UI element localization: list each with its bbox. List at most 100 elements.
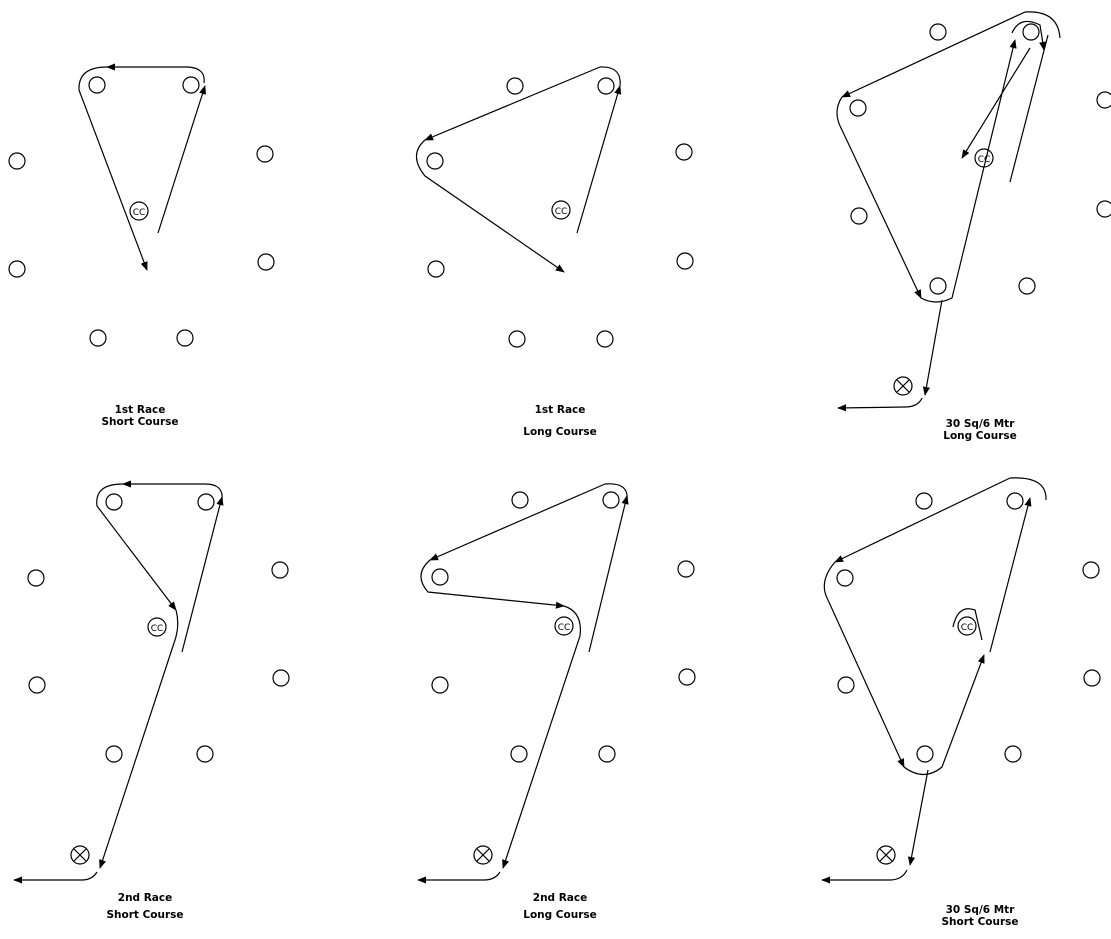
mark-buoy: [836, 569, 854, 587]
panel-subtitle: Short Course: [101, 416, 178, 428]
course-path: [837, 397, 923, 412]
committee-boat: CC: [129, 201, 149, 221]
panel-subtitle: Long Course: [523, 426, 597, 438]
panel-title: 1st Race: [115, 404, 166, 416]
mark-buoy: [598, 745, 616, 763]
course-path: [588, 495, 629, 653]
mark-buoy: [8, 260, 26, 278]
mark-buoy: [1018, 277, 1036, 295]
mark-buoy: [508, 330, 526, 348]
finish-mark: [473, 845, 493, 865]
course-path: [417, 871, 501, 884]
course-path: [952, 608, 983, 641]
mark-buoy: [510, 745, 528, 763]
mark-buoy: [1022, 23, 1040, 41]
course-path: [78, 66, 148, 271]
mark-buoy: [849, 99, 867, 117]
panel-sqm30-long: CC 30 Sq/6 Mtr Long Course: [836, 11, 1111, 442]
panel-race2-long: CC 2nd Race Long Course: [417, 483, 696, 921]
mark-buoy: [27, 569, 45, 587]
course-path: [576, 85, 622, 234]
course-path: [599, 66, 621, 87]
mark-buoy: [1082, 561, 1100, 579]
mark-buoy: [602, 491, 620, 509]
mark-buoy: [88, 76, 106, 94]
panel-title: 2nd Race: [533, 892, 587, 904]
mark-buoy: [197, 493, 215, 511]
mark-buoy: [271, 561, 289, 579]
panel-subtitle: Long Course: [523, 909, 597, 921]
mark-buoy: [257, 253, 275, 271]
course-path: [96, 483, 177, 611]
mark-buoy: [916, 745, 934, 763]
mark-buoy: [426, 152, 444, 170]
mark-buoy: [929, 23, 947, 41]
course-path: [187, 66, 205, 84]
panel-race1-short: CC 1st Race Short Course: [8, 63, 275, 428]
finish-mark: [70, 845, 90, 865]
course-path: [415, 139, 565, 273]
svg-text:CC: CC: [555, 207, 568, 217]
course-path: [836, 96, 922, 299]
committee-boat: CC: [551, 200, 571, 220]
mark-buoy: [272, 669, 290, 687]
mark-buoy: [597, 77, 615, 95]
mark-buoy: [676, 252, 694, 270]
panel-subtitle: Short Course: [941, 916, 1018, 928]
svg-text:CC: CC: [151, 624, 164, 634]
course-path: [903, 654, 985, 776]
mark-buoy: [105, 493, 123, 511]
mark-buoy: [427, 260, 445, 278]
mark-buoy: [1004, 745, 1022, 763]
mark-buoy: [105, 745, 123, 763]
course-path: [989, 497, 1032, 653]
course-path: [420, 559, 565, 609]
mark-buoy: [1083, 669, 1101, 687]
course-path: [604, 483, 628, 501]
course-path: [181, 496, 224, 653]
course-path: [907, 769, 929, 866]
committee-boat: CC: [147, 617, 167, 637]
panel-race1-long: CC 1st Race Long Course: [415, 66, 694, 438]
finish-mark: [876, 845, 896, 865]
mark-buoy: [431, 676, 449, 694]
mark-buoy: [256, 145, 274, 163]
mark-buoy: [8, 152, 26, 170]
course-path: [823, 561, 905, 768]
mark-buoy: [678, 668, 696, 686]
mark-buoy: [675, 143, 693, 161]
course-path: [13, 871, 98, 884]
course-path: [1009, 477, 1047, 501]
panel-race2-short: CC 2nd Race Short Course: [13, 480, 290, 921]
course-path: [920, 39, 1017, 303]
course-path: [1011, 20, 1047, 51]
committee-boat: CC: [974, 148, 994, 168]
mark-buoy: [929, 277, 947, 295]
finish-mark: [893, 376, 913, 396]
mark-buoy: [677, 560, 695, 578]
panel-subtitle: Short Course: [106, 909, 183, 921]
course-path: [821, 869, 908, 884]
mark-buoy: [596, 330, 614, 348]
panel-subtitle: Long Course: [943, 430, 1017, 442]
mark-buoy: [1096, 91, 1111, 109]
mark-buoy: [506, 77, 524, 95]
svg-text:CC: CC: [558, 623, 571, 633]
committee-boat: CC: [554, 616, 574, 636]
panel-title: 1st Race: [535, 404, 586, 416]
mark-buoy: [28, 676, 46, 694]
course-path: [961, 47, 1031, 159]
mark-buoy: [1006, 492, 1024, 510]
panel-title: 2nd Race: [118, 892, 172, 904]
mark-buoy: [182, 76, 200, 94]
mark-buoy: [837, 676, 855, 694]
course-path: [424, 66, 601, 141]
mark-buoy: [1096, 200, 1111, 218]
mark-buoy: [89, 329, 107, 347]
course-path: [429, 483, 606, 561]
course-path: [1024, 11, 1061, 39]
panel-title: 30 Sq/6 Mtr: [946, 418, 1016, 430]
panel-sqm30-short: CC 30 Sq/6 Mtr Short Course: [821, 477, 1101, 928]
mark-buoy: [196, 745, 214, 763]
